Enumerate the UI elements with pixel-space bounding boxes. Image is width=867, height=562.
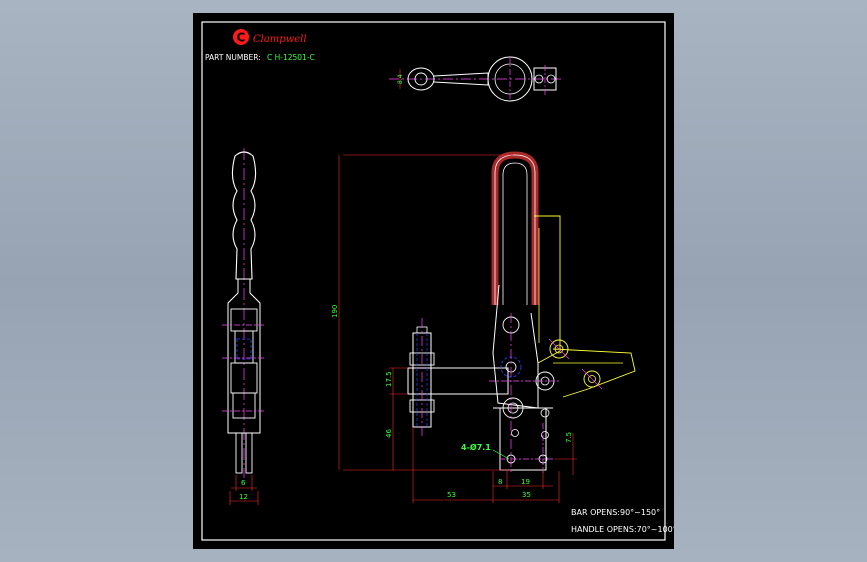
dim-35: 35: [522, 491, 531, 499]
sheet-border: [201, 21, 666, 541]
dim-53: 53: [447, 491, 456, 499]
dim-7-5: 7.5: [565, 432, 573, 443]
dim-46: 46: [385, 429, 393, 438]
dim-8-4: 8.4: [397, 74, 404, 84]
dim-190: 190: [331, 305, 339, 318]
part-number-value: C H-12501-C: [267, 53, 315, 62]
side-view: 6 12: [222, 148, 266, 505]
logo-letter: C: [237, 31, 246, 45]
cad-drawing: C Clampwell PART NUMBER: C H-12501-C 8.4: [201, 21, 674, 541]
dim-8: 8: [498, 478, 502, 486]
dim-19: 19: [521, 478, 530, 486]
note-bar-opens: BAR OPENS:90°~150°: [571, 508, 660, 517]
drawing-sheet: C Clampwell PART NUMBER: C H-12501-C 8.4: [193, 13, 674, 549]
dim-holes: 4-Ø7.1: [461, 442, 491, 452]
logo-brand: Clampwell: [253, 34, 307, 45]
front-view: [407, 151, 636, 473]
dim-6: 6: [241, 479, 246, 487]
top-view: 8.4: [389, 56, 561, 102]
part-number-label: PART NUMBER:: [205, 53, 261, 62]
clampwell-logo: C Clampwell: [233, 29, 307, 45]
dim-12: 12: [239, 493, 248, 501]
front-dimensions: 190 17.5 46 7.5 4-Ø7.1 8 19 53 35: [331, 154, 577, 503]
dim-17-5: 17.5: [385, 371, 393, 387]
note-handle-opens: HANDLE OPENS:70°~100°: [571, 525, 674, 534]
